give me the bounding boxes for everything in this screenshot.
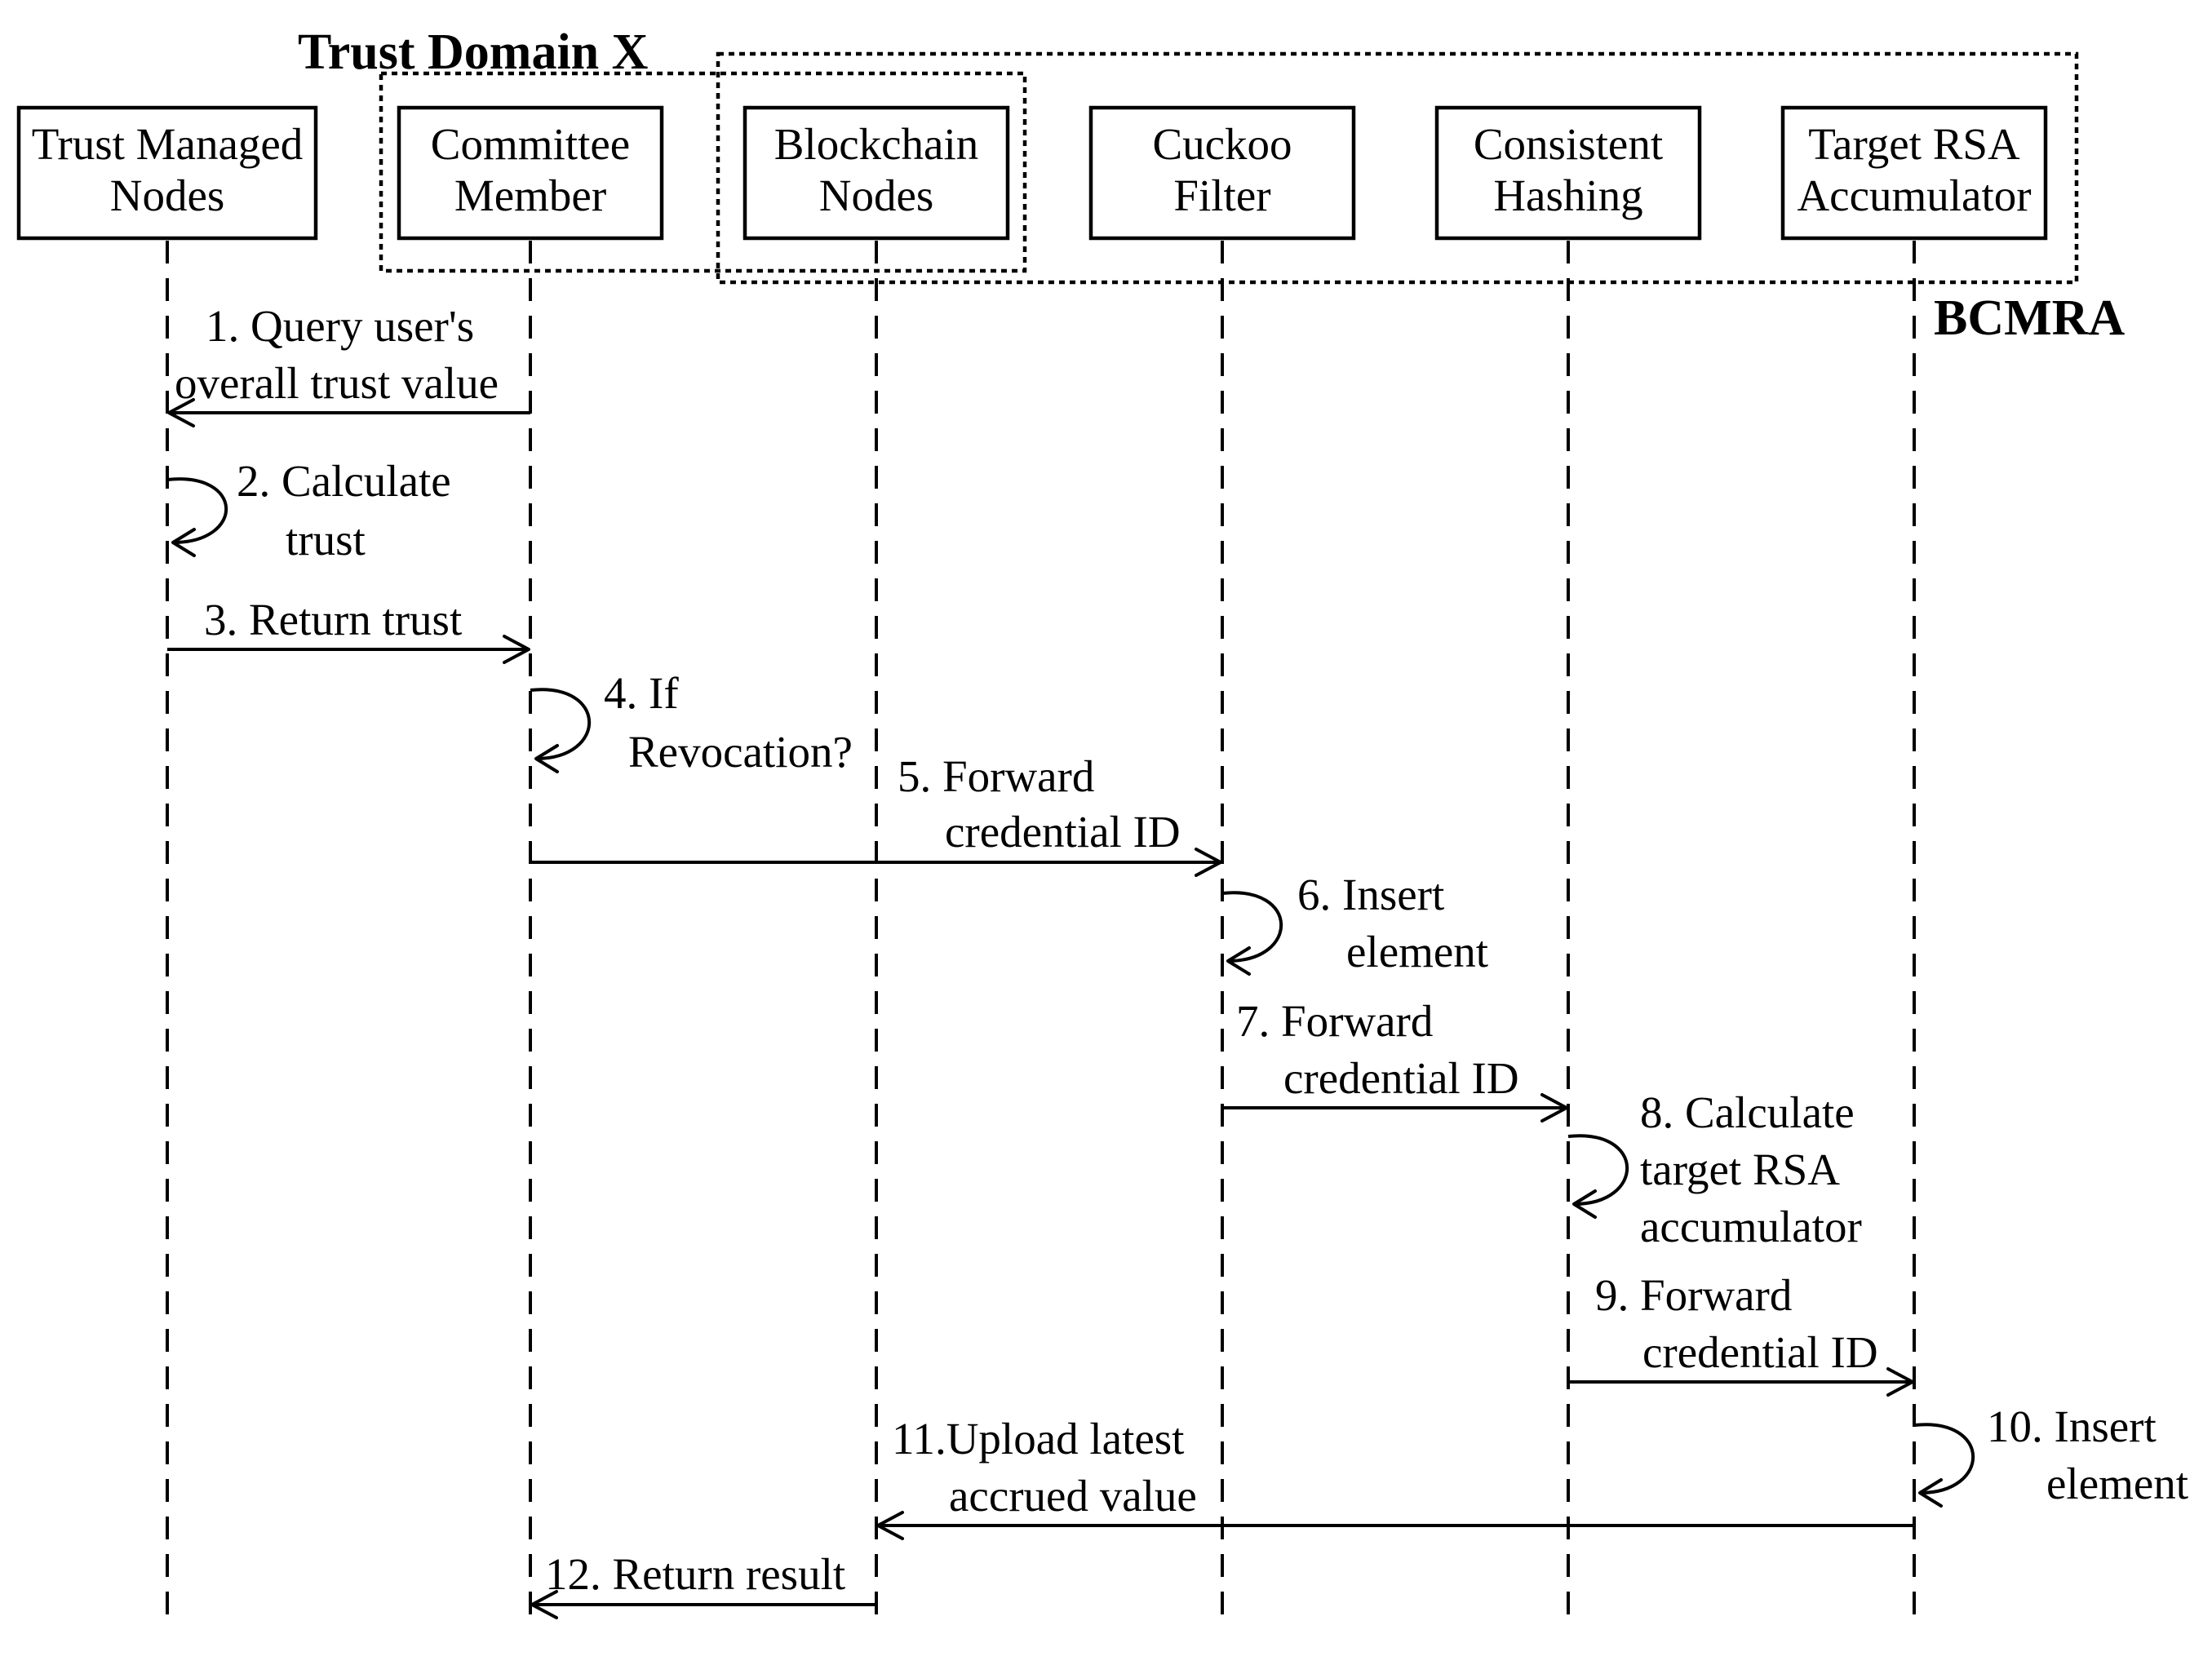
message-label-line: 9. Forward <box>1595 1270 1792 1320</box>
message-label-line: 5. Forward <box>898 751 1094 801</box>
message-label-line: credential ID <box>1283 1053 1519 1103</box>
message-label-line: 12. Return result <box>545 1549 845 1599</box>
bcmra-boundary <box>716 51 2079 285</box>
message-label-line: element <box>2046 1459 2188 1508</box>
message-label-line: target RSA <box>1640 1145 1840 1194</box>
message-label-line: 1. Query user's <box>206 301 474 351</box>
participant-label-line: Blockchain <box>774 119 978 169</box>
message-4-if-revocation: 4. If Revocation? <box>530 668 853 777</box>
message-label-line: accrued value <box>949 1471 1197 1521</box>
message-5-forward-credential-id: 5. Forward credential ID <box>530 751 1222 877</box>
participant-target-rsa-accumulator: Target RSA Accumulator <box>1780 105 2048 241</box>
message-1-query-trust: 1. Query user's overall trust value <box>167 301 530 427</box>
message-label-line: element <box>1346 927 1488 976</box>
message-label-line: 2. Calculate <box>237 456 451 506</box>
message-label-line: accumulator <box>1640 1202 1862 1251</box>
message-label-line: 8. Calculate <box>1640 1087 1855 1137</box>
participant-blockchain-nodes: Blockchain Nodes <box>743 105 1010 241</box>
message-10-insert-element: 10. Insert element <box>1913 1402 2188 1508</box>
message-12-return-result: 12. Return result <box>530 1549 876 1619</box>
participant-label-line: Trust Managed <box>32 119 304 169</box>
participant-committee-member: Committee Member <box>397 105 664 241</box>
trust-domain-boundary <box>379 71 1027 273</box>
message-label-line: 4. If <box>604 668 679 718</box>
message-label-line: 10. Insert <box>1987 1402 2157 1451</box>
trust-domain-title: Trust Domain X <box>298 24 649 80</box>
message-label-line: overall trust value <box>175 358 499 408</box>
message-6-insert-element: 6. Insert element <box>1221 870 1488 976</box>
participant-trust-managed-nodes: Trust Managed Nodes <box>16 105 318 241</box>
participant-label-line: Member <box>454 170 606 220</box>
message-label-line: credential ID <box>945 807 1181 857</box>
message-7-forward-credential-id: 7. Forward credential ID <box>1222 996 1568 1123</box>
message-2-calculate-trust: 2. Calculate trust <box>166 456 451 565</box>
message-label-line: credential ID <box>1642 1327 1878 1377</box>
message-label-line: trust <box>286 515 366 565</box>
participant-consistent-hashing: Consistent Hashing <box>1434 105 1702 241</box>
message-3-return-trust: 3. Return trust <box>167 595 530 664</box>
message-11-upload-accrued-value: 11.Upload latest accrued value <box>876 1414 1914 1540</box>
participant-label-line: Accumulator <box>1797 170 2031 220</box>
participant-label-line: Committee <box>431 119 630 169</box>
participant-label-line: Target RSA <box>1808 119 2020 169</box>
message-label-line: 6. Insert <box>1297 870 1444 919</box>
bcmra-title: BCMRA <box>1934 290 2125 346</box>
participant-label-line: Cuckoo <box>1152 119 1292 169</box>
participant-cuckoo-filter: Cuckoo Filter <box>1088 105 1356 241</box>
participant-label-line: Nodes <box>819 170 934 220</box>
participant-label-line: Filter <box>1173 170 1270 220</box>
participant-label-line: Hashing <box>1493 170 1642 220</box>
message-label-line: 11.Upload latest <box>892 1414 1184 1464</box>
participant-label-line: Nodes <box>110 170 225 220</box>
participant-label-line: Consistent <box>1474 119 1663 169</box>
message-label-line: 3. Return trust <box>204 595 462 644</box>
message-9-forward-credential-id: 9. Forward credential ID <box>1568 1270 1914 1397</box>
message-label-line: Revocation? <box>628 727 853 777</box>
message-8-calculate-target-rsa: 8. Calculate target RSA accumulator <box>1567 1087 1862 1251</box>
message-label-line: 7. Forward <box>1236 996 1433 1046</box>
